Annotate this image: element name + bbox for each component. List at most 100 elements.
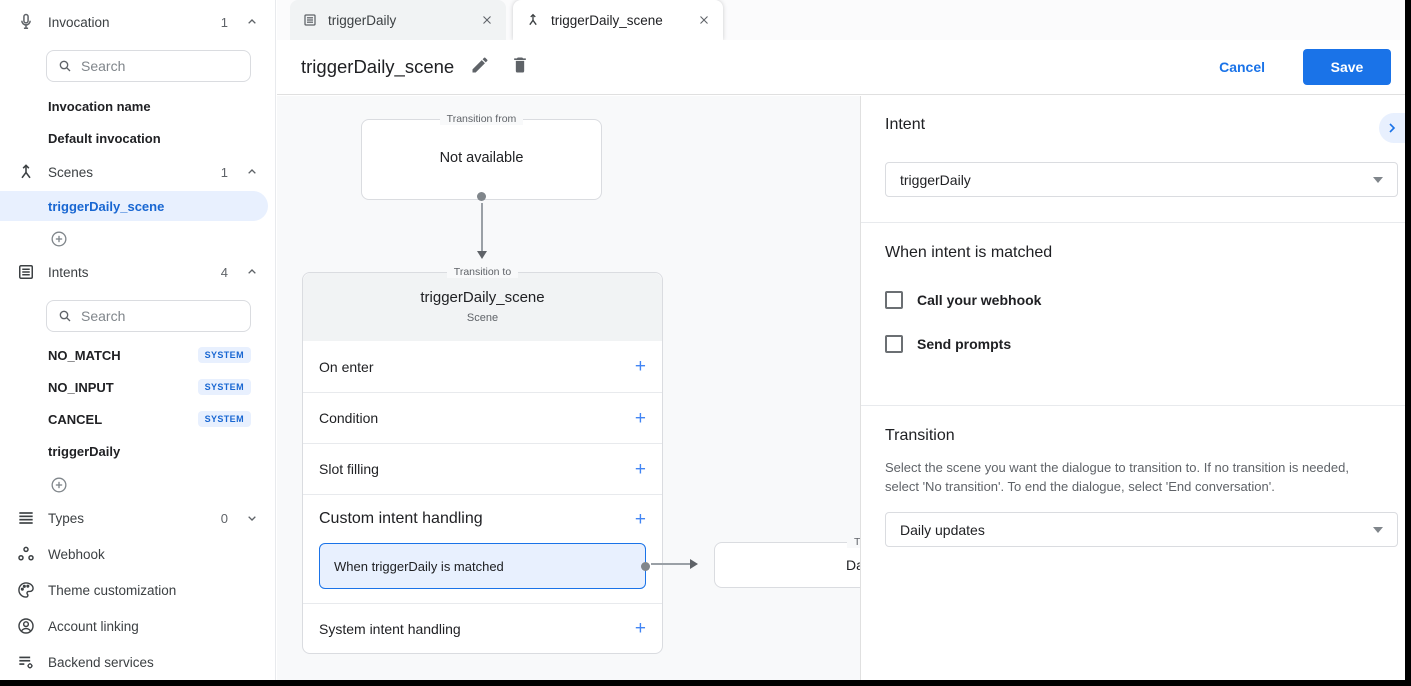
connector-dot <box>641 561 650 571</box>
services-gear-icon <box>16 652 36 672</box>
scene-graph-canvas[interactable]: Transition from Not available Transition… <box>277 96 860 680</box>
intents-search[interactable] <box>46 300 251 332</box>
transition-select[interactable]: Daily updates <box>885 512 1398 547</box>
daily-updates-node-label: Daily updates <box>846 557 860 573</box>
article-icon <box>16 262 36 282</box>
transition-heading: Transition <box>885 427 955 444</box>
scene-node-subtitle: Scene <box>466 312 499 324</box>
intent-name: CANCEL <box>48 411 103 427</box>
section-count: 1 <box>220 164 228 180</box>
divider <box>861 405 1406 406</box>
delete-trash-icon[interactable] <box>510 55 534 79</box>
item-label: Backend services <box>48 654 154 670</box>
item-label: Webhook <box>48 546 105 562</box>
section-count: 0 <box>220 510 228 526</box>
hub-icon <box>16 544 36 564</box>
add-plus-icon[interactable]: + <box>634 458 646 480</box>
cancel-button[interactable]: Cancel <box>1219 59 1265 75</box>
search-icon <box>57 308 73 324</box>
daily-updates-node[interactable] <box>714 542 860 588</box>
edit-pencil-icon[interactable] <box>470 55 494 79</box>
close-icon[interactable] <box>697 13 711 27</box>
invocation-search[interactable] <box>46 50 251 82</box>
connector-dot <box>477 192 486 201</box>
sidebar-section-intents[interactable]: Intents 4 <box>0 258 276 286</box>
matched-heading: When intent is matched <box>885 244 1053 261</box>
intent-detail-panel: Intent triggerDaily When intent is match… <box>860 96 1406 680</box>
add-intent-button[interactable] <box>49 475 69 495</box>
add-scene-button[interactable] <box>49 229 69 249</box>
sidebar-item-backend-services[interactable]: Backend services <box>0 648 276 676</box>
tab-triggerdaily[interactable]: triggerDaily <box>290 0 506 40</box>
item-label: Theme customization <box>48 582 177 598</box>
sidebar-item-account-linking[interactable]: Account linking <box>0 612 276 640</box>
not-available-label: Not available <box>439 150 524 166</box>
checkbox-unchecked[interactable] <box>885 291 903 309</box>
row-label: On enter <box>319 358 374 375</box>
checkbox-label: Call your webhook <box>917 292 1042 308</box>
intent-name: NO_MATCH <box>48 347 121 363</box>
chevron-up-icon[interactable] <box>244 14 260 30</box>
caret-down-icon <box>1373 176 1383 183</box>
sidebar-section-scenes[interactable]: Scenes 1 <box>0 158 276 186</box>
arrowhead-right-icon <box>690 559 698 569</box>
call-webhook-checkbox-row[interactable]: Call your webhook <box>885 291 1041 309</box>
scene-fork-icon <box>525 12 541 28</box>
transition-select-value: Daily updates <box>900 521 985 538</box>
item-label: Account linking <box>48 618 139 634</box>
add-plus-icon[interactable]: + <box>634 356 646 377</box>
add-plus-icon[interactable]: + <box>634 508 646 530</box>
transition-to-legend: Transition to <box>302 266 663 278</box>
add-plus-icon[interactable]: + <box>634 407 646 429</box>
sidebar-item-triggerdaily-scene[interactable]: triggerDaily_scene <box>0 191 268 221</box>
tab-triggerdaily-scene[interactable]: triggerDaily_scene <box>513 0 723 40</box>
sidebar-item-triggerdaily[interactable]: triggerDaily <box>48 444 251 459</box>
scene-node-title: triggerDaily_scene <box>420 289 545 306</box>
screen-edge <box>1405 0 1411 686</box>
sidebar-section-invocation[interactable]: Invocation 1 <box>0 8 276 36</box>
send-prompts-checkbox-row[interactable]: Send prompts <box>885 335 1011 353</box>
sidebar-item-theme-customization[interactable]: Theme customization <box>0 576 276 604</box>
close-icon[interactable] <box>480 13 494 27</box>
scene-row-system-intent-handling[interactable]: System intent handling + <box>303 603 662 653</box>
search-input[interactable] <box>81 308 221 324</box>
sidebar-item-default-invocation[interactable]: Default invocation <box>48 131 161 146</box>
collapse-panel-button[interactable] <box>1379 113 1405 143</box>
transition-from-legend: Transition from <box>361 113 602 125</box>
connector-line <box>481 203 483 251</box>
matched-intent-label: When triggerDaily is matched <box>334 558 504 574</box>
system-badge: SYSTEM <box>197 347 251 363</box>
sidebar-item-no-input[interactable]: NO_INPUT SYSTEM <box>48 379 251 395</box>
sidebar-item-no-match[interactable]: NO_MATCH SYSTEM <box>48 347 251 363</box>
chevron-up-icon[interactable] <box>244 164 260 180</box>
chevron-down-icon[interactable] <box>244 510 260 526</box>
sidebar-section-types[interactable]: Types 0 <box>0 504 276 532</box>
system-badge: SYSTEM <box>197 411 251 427</box>
checkbox-unchecked[interactable] <box>885 335 903 353</box>
connector-line <box>651 563 691 565</box>
scene-node: triggerDaily_scene Scene On enter + Cond… <box>302 272 663 654</box>
scene-node-header[interactable]: triggerDaily_scene Scene <box>303 273 662 341</box>
row-label: Condition <box>319 410 379 426</box>
intent-name: triggerDaily <box>48 444 121 459</box>
search-input[interactable] <box>81 58 221 74</box>
scene-item-label: triggerDaily_scene <box>48 198 165 214</box>
scene-row-condition[interactable]: Condition + <box>303 392 662 443</box>
sidebar-item-webhook[interactable]: Webhook <box>0 540 276 568</box>
scene-row-on-enter[interactable]: On enter + <box>303 341 662 392</box>
row-label: System intent handling <box>319 620 461 637</box>
chevron-up-icon[interactable] <box>244 264 260 280</box>
checkbox-label: Send prompts <box>917 336 1012 352</box>
scene-row-custom-intent-handling: Custom intent handling + When triggerDai… <box>303 494 662 603</box>
save-button[interactable]: Save <box>1303 49 1391 85</box>
sidebar-item-invocation-name[interactable]: Invocation name <box>48 99 151 114</box>
sidebar-item-cancel[interactable]: CANCEL SYSTEM <box>48 411 251 427</box>
scene-row-slot-filling[interactable]: Slot filling + <box>303 443 662 494</box>
screen-edge <box>0 680 1411 686</box>
intent-select[interactable]: triggerDaily <box>885 162 1398 197</box>
intent-heading: Intent <box>885 116 926 133</box>
scene-fork-icon <box>16 162 36 182</box>
matched-intent-item[interactable]: When triggerDaily is matched <box>319 543 650 589</box>
intent-name: NO_INPUT <box>48 379 114 395</box>
add-plus-icon[interactable]: + <box>634 618 646 639</box>
